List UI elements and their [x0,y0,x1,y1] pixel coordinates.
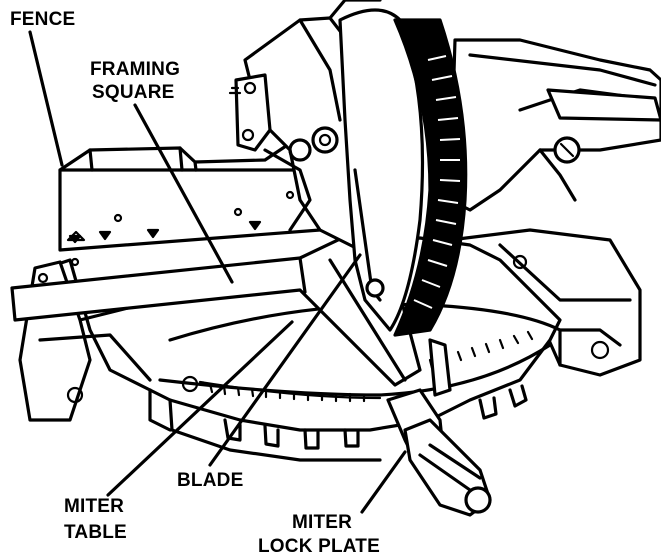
label-blade: BLADE [177,470,243,491]
label-miter-lock-plate-line1: MITER [292,512,352,533]
saw-arm-housing [450,40,661,210]
label-miter-table-line2: TABLE [64,522,127,543]
label-miter-table-line1: MITER [64,496,124,517]
label-framing-square-line2: SQUARE [92,82,175,103]
label-framing-square-line1: FRAMING [90,59,180,80]
label-fence: FENCE [10,9,75,30]
label-miter-lock-plate-line2: LOCK PLATE [258,536,380,557]
leader-fence [30,32,62,165]
